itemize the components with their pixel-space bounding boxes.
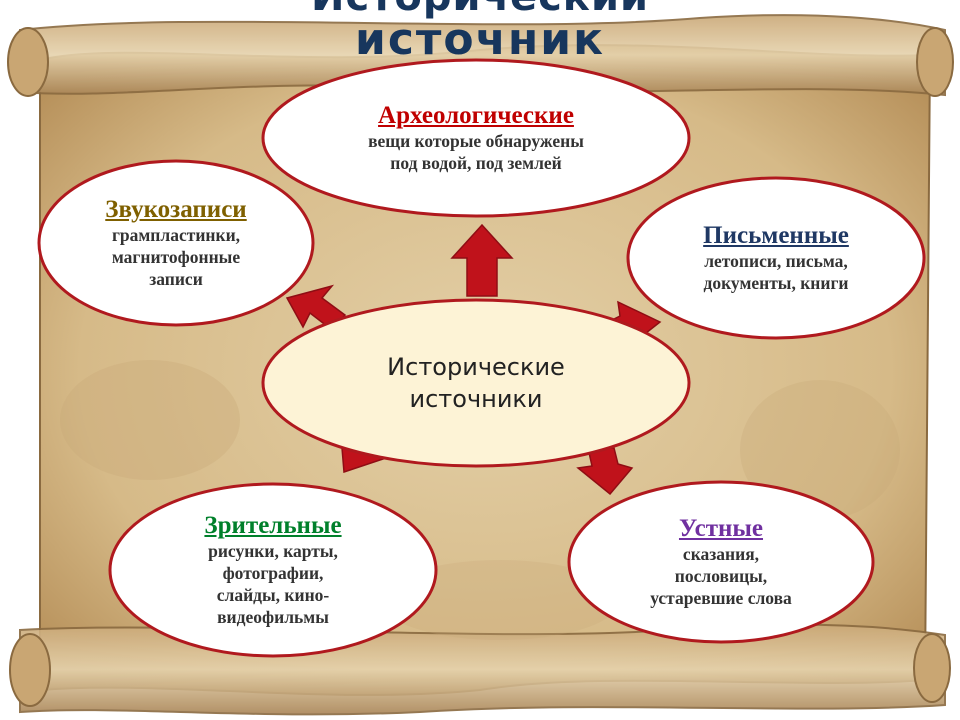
oral-heading: Устные bbox=[678, 515, 764, 542]
node-sound: Звукозаписи грампластинки, магнитофонные… bbox=[39, 183, 313, 303]
node-center: Исторические источники bbox=[263, 330, 689, 436]
node-written: Письменные летописи, письма, документы, … bbox=[628, 205, 924, 311]
title-line1: Исторический bbox=[0, 0, 960, 20]
visual-body: рисунки, карты, фотографии, слайды, кино… bbox=[208, 541, 338, 627]
oral-body: сказания, пословицы, устаревшие слова bbox=[650, 544, 792, 608]
visual-ellipse bbox=[108, 482, 438, 658]
title-line2: источник bbox=[355, 14, 605, 65]
written-ellipse bbox=[626, 176, 926, 340]
archaeological-heading: Археологические bbox=[378, 102, 574, 129]
sound-heading: Звукозаписи bbox=[105, 196, 247, 223]
node-visual: Зрительные рисунки, карты, фотографии, с… bbox=[110, 500, 436, 640]
archaeological-body: вещи которые обнаружены под водой, под з… bbox=[368, 131, 584, 173]
node-archaeological: Археологические вещи которые обнаружены … bbox=[263, 82, 689, 194]
sound-body: грампластинки, магнитофонные записи bbox=[111, 225, 241, 289]
center-ellipse bbox=[261, 298, 691, 468]
visual-heading: Зрительные bbox=[204, 512, 342, 539]
arrow-up bbox=[450, 223, 514, 297]
archaeological-ellipse bbox=[261, 58, 691, 218]
sound-ellipse bbox=[37, 159, 315, 327]
center-label: Исторические источники bbox=[387, 353, 565, 413]
oral-ellipse bbox=[567, 480, 875, 644]
node-oral: Устные сказания, пословицы, устаревшие с… bbox=[569, 502, 873, 622]
written-body: летописи, письма, документы, книги bbox=[703, 251, 849, 293]
written-heading: Письменные bbox=[703, 222, 849, 249]
